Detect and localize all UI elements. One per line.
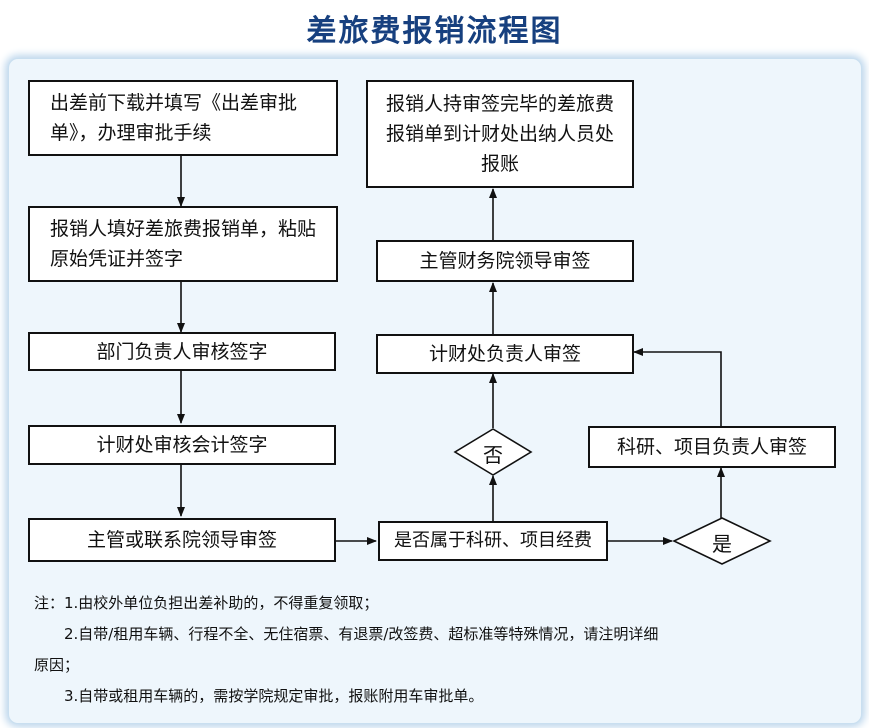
box-fill-form-text: 报销人填好差旅费报销单，粘贴原始凭证并签字 — [50, 218, 317, 270]
box-is-research: 是否属于科研、项目经费 — [378, 521, 608, 561]
box-project-head-text: 科研、项目负责人审签 — [616, 436, 807, 458]
decision-no-diamond — [453, 428, 533, 476]
box-finance-review: 计财处审核会计签字 — [28, 425, 336, 465]
note-line-1: 注：1.由校外单位负担出差补助的，不得重复领取； — [34, 594, 379, 612]
page-title: 差旅费报销流程图 — [306, 14, 563, 49]
box-download-form: 出差前下载并填写《出差审批单》，办理审批手续 — [28, 80, 338, 156]
box-is-research-text: 是否属于科研、项目经费 — [394, 530, 592, 551]
box-finance-head: 计财处负责人审签 — [376, 334, 634, 374]
box-project-head: 科研、项目负责人审签 — [588, 426, 836, 468]
box-dept-head-text: 部门负责人审核签字 — [96, 340, 268, 363]
box-finance-review-text: 计财处审核会计签字 — [96, 434, 268, 456]
box-dept-head: 部门负责人审核签字 — [28, 332, 336, 371]
box-download-form-text: 出差前下载并填写《出差审批单》，办理审批手续 — [50, 92, 298, 144]
box-fill-form: 报销人填好差旅费报销单，粘贴原始凭证并签字 — [28, 206, 338, 282]
box-cashier: 报销人持审签完毕的差旅费报销单到计财处出纳人员处报账 — [366, 80, 634, 188]
box-leader-sign: 主管或联系院领导审签 — [28, 518, 336, 562]
box-leader-sign-text: 主管或联系院领导审签 — [86, 529, 277, 551]
notes-section: 注：1.由校外单位负担出差补助的，不得重复领取； 2.自带/租用车辆、行程不全、… — [34, 588, 844, 712]
note-line-2: 2.自带/租用车辆、行程不全、无住宿票、有退票/改签费、超标准等特殊情况，请注明… — [64, 625, 659, 643]
decision-yes-diamond — [672, 517, 772, 565]
box-finance-leader: 主管财务院领导审签 — [376, 240, 634, 282]
arrow-project-head-to-finance-head — [633, 348, 722, 426]
box-finance-leader-text: 主管财务院领导审签 — [419, 250, 591, 272]
decision-yes-label: 是 — [712, 532, 732, 556]
note-line-4: 3.自带或租用车辆的，需按学院规定审批，报账附用车审批单。 — [64, 687, 484, 705]
decision-no-label: 否 — [483, 443, 503, 467]
box-finance-head-text: 计财处负责人审签 — [428, 343, 581, 365]
note-line-3: 原因； — [34, 656, 80, 674]
box-cashier-text: 报销人持审签完毕的差旅费报销单到计财处出纳人员处报账 — [385, 93, 614, 175]
